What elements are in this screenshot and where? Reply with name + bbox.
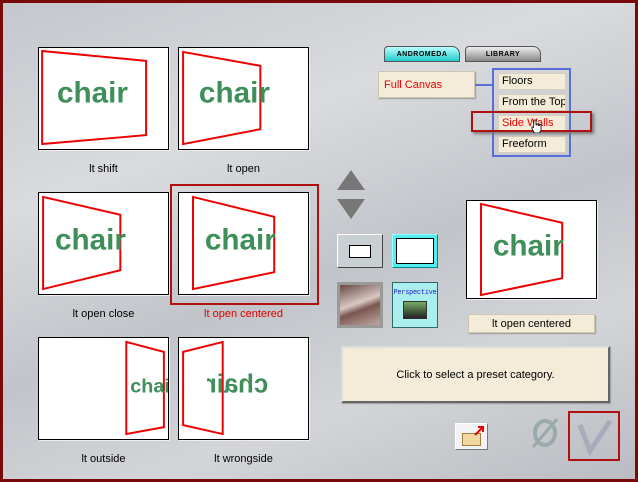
message-box: Click to select a preset category.: [341, 346, 610, 403]
chair-word: chair: [199, 76, 270, 109]
preview-label: lt open centered: [468, 314, 595, 333]
chair-word: chair: [55, 223, 126, 256]
chair-word: chair: [130, 375, 168, 397]
arrow-down-button[interactable]: [337, 199, 365, 219]
menu-hover-highlight: [471, 111, 592, 132]
thumbnail-label: lt open: [226, 163, 261, 175]
thumbnail-label: lt shift: [89, 163, 118, 175]
small-frame-button[interactable]: [337, 234, 383, 268]
thumbnail-label: lt outside: [81, 453, 126, 465]
thumbnail-lt-open-centered[interactable]: chair: [178, 192, 309, 295]
small-frame-icon: [349, 245, 371, 258]
chair-word: chair: [207, 370, 269, 398]
thumbnail-label: lt open close: [72, 308, 135, 320]
thumb-image: chair: [182, 340, 269, 436]
menu-item-from-the-top[interactable]: From the Top: [498, 94, 566, 111]
chair-word: chair: [493, 229, 564, 262]
large-frame-icon: [396, 238, 434, 264]
category-field[interactable]: Full Canvas: [378, 71, 475, 98]
texture-button[interactable]: [337, 282, 383, 328]
thumbnail-lt-open-close[interactable]: chair: [38, 192, 169, 295]
perspective-button[interactable]: Perspective: [392, 282, 438, 328]
preview-image: chair: [466, 200, 597, 299]
thumbnail-label-selected: lt open centered: [204, 308, 283, 320]
export-arrow-icon: [474, 426, 484, 436]
thumb-image: chair: [125, 340, 168, 436]
thumbnail-lt-shift[interactable]: chair: [38, 47, 169, 150]
thumbnail-lt-wrongside[interactable]: chair: [178, 337, 309, 440]
ok-button[interactable]: [568, 411, 620, 461]
menu-item-floors[interactable]: Floors: [498, 73, 566, 90]
folder-icon: [462, 433, 481, 446]
preview-svg: chair: [480, 202, 564, 297]
open-folder-button[interactable]: [455, 423, 488, 450]
thumb-image: chair: [192, 195, 276, 291]
thumb-image: chair: [42, 195, 126, 291]
thumbnail-lt-outside[interactable]: chair: [38, 337, 169, 440]
thumb-image: chair: [41, 49, 148, 146]
selection-highlight: [170, 184, 319, 305]
hand-cursor-icon: [531, 119, 542, 133]
menu-item-freeform[interactable]: Freeform: [498, 136, 566, 153]
thumb-image: chair: [182, 50, 270, 146]
large-frame-button[interactable]: [392, 234, 438, 268]
chair-word: chair: [57, 76, 128, 109]
corridor-image: [340, 285, 380, 325]
tab-library[interactable]: LIBRARY: [465, 46, 541, 62]
perspective-image: [403, 301, 427, 319]
thumbnail-lt-open[interactable]: chair: [178, 47, 309, 150]
perspective-label: Perspective: [393, 289, 437, 297]
preset-menu: Floors From the Top Side Walls Freeform: [492, 68, 571, 157]
connector-line: [475, 84, 492, 86]
tab-andromeda[interactable]: ANDROMEDA: [384, 46, 460, 62]
check-v-icon: [577, 419, 613, 457]
thumbnail-label: lt wrongside: [214, 453, 273, 465]
cancel-logo[interactable]: [529, 417, 561, 449]
arrow-up-button[interactable]: [337, 170, 365, 190]
chair-word: chair: [205, 223, 276, 256]
